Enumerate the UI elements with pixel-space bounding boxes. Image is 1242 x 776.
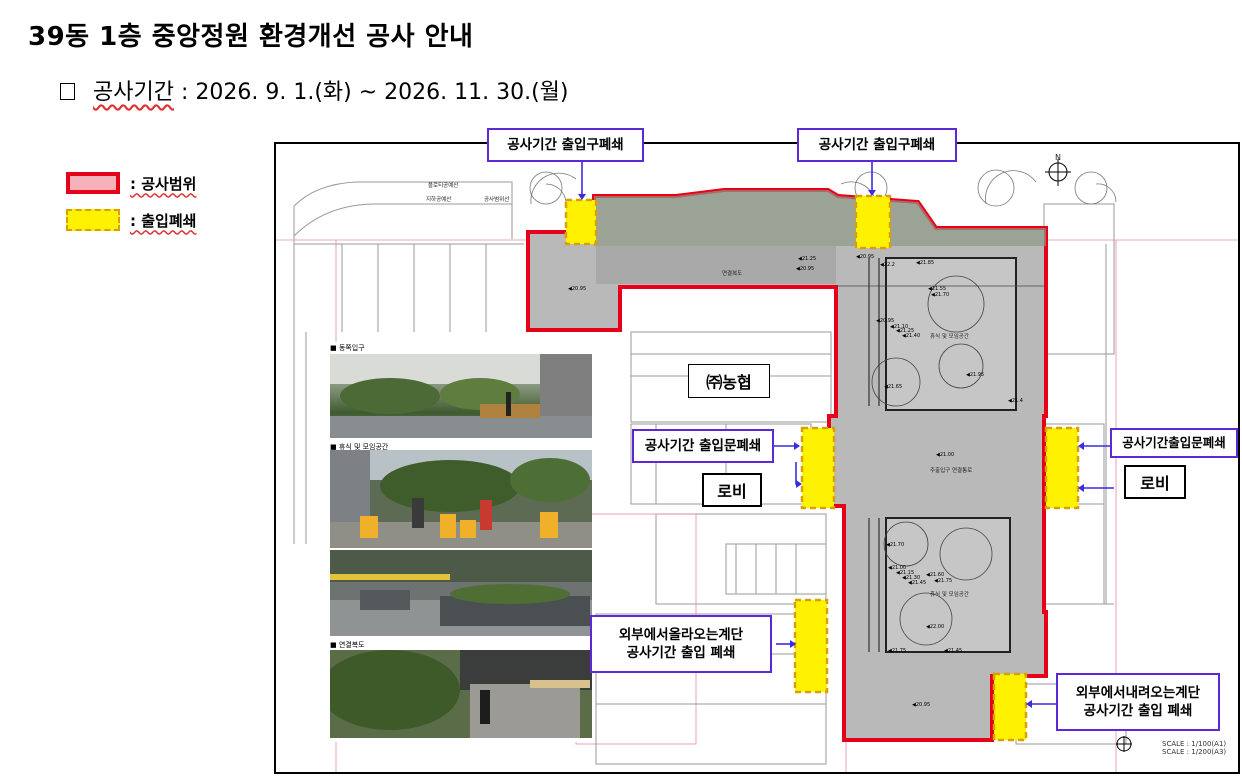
callout-bottom-left-stairs-closed: 외부에서올라오는계단 공사기간 출입 폐쇄 <box>590 615 772 673</box>
elev-mark: ◀21.95 <box>966 372 984 378</box>
elev-mark: ◀21.85 <box>916 260 934 266</box>
elev-mark: ◀22.00 <box>926 624 944 630</box>
elev-mark: ◀22.2 <box>880 262 895 268</box>
elev-mark: ◀21.75 <box>934 578 952 584</box>
main-path-label: 주출입구 연결통로 <box>930 468 973 474</box>
elev-mark: ◀21.75 <box>888 648 906 654</box>
plaza-image <box>330 550 592 636</box>
closed-entrance-top-right <box>854 194 892 250</box>
elev-mark: ◀21.25 <box>798 256 816 262</box>
elev-mark: ◀21.10 <box>890 324 908 330</box>
elev-mark: ◀21.55 <box>928 286 946 292</box>
top-sign-label: 플로티공예산 <box>428 183 459 189</box>
rest-area-photo <box>330 450 592 548</box>
elev-mark: ◀21.25 <box>896 328 914 334</box>
elev-mark: ◀21.60 <box>926 572 944 578</box>
legend-label: : 출입폐쇄 <box>130 211 197 230</box>
east-entrance-image <box>330 354 592 438</box>
elev-mark: ◀21.70 <box>931 292 949 298</box>
top-sign-label: 공사범위선 <box>484 197 510 203</box>
callout-line: 공사기간 출입 폐쇄 <box>1083 703 1193 719</box>
rest-area-image <box>330 450 592 548</box>
period-value: : 2026. 9. 1.(화) ~ 2026. 11. 30.(월) <box>173 80 569 105</box>
scale-label: SCALE : 1/200(A3) <box>1162 748 1227 756</box>
callout-line: 외부에서올라오는계단 <box>618 626 744 643</box>
elev-mark: ◀21.70 <box>886 542 904 548</box>
elev-mark: ◀21.45 <box>944 648 962 654</box>
corridor-label: 연결복도 <box>722 271 743 277</box>
photo-caption: ■ 동쪽입구 <box>330 344 365 352</box>
elev-mark: ◀21.00 <box>888 565 906 571</box>
north-arrow-icon <box>1045 159 1071 186</box>
elev-mark: ◀20.95 <box>912 702 930 708</box>
construction-period: 공사기간 : 2026. 9. 1.(화) ~ 2026. 11. 30.(월) <box>60 74 569 106</box>
elev-mark: ◀20.95 <box>856 254 874 260</box>
photo-caption: ■ 휴식 및 모임공간 <box>330 443 389 451</box>
elev-mark: ◀20.95 <box>876 318 894 324</box>
rest-area-label: 휴식 및 모임공간 <box>930 592 969 598</box>
closed-entrance-bottom-left <box>793 598 829 694</box>
callout-mid-left-door-closed: 공사기간 출입문폐쇄 <box>632 429 774 463</box>
closed-entrance-top-left <box>564 198 598 246</box>
elev-mark: ◀21.40 <box>902 333 920 339</box>
floor-plan: ◀21.25 ◀20.95 ◀20.95 ◀22.2 ◀21.85 ◀21.55… <box>274 142 1240 774</box>
elev-mark: ◀21.15 <box>896 570 914 576</box>
lobby-right-label: 로비 <box>1124 465 1186 499</box>
scale-label: SCALE : 1/100(A1) <box>1162 740 1227 748</box>
elev-mark: ◀21.00 <box>936 452 954 458</box>
elev-mark: ◀21.45 <box>908 580 926 586</box>
photo-panel: ■ 동쪽입구 ■ 휴식 및 모임공간 <box>330 342 592 742</box>
east-entrance-photo <box>330 354 592 438</box>
legend-construction-area: : 공사범위 <box>66 172 196 194</box>
callout-top-left-entrance-closed: 공사기간 출입구폐쇄 <box>487 128 644 162</box>
lobby-left-label: 로비 <box>702 473 762 507</box>
callout-line: 공사기간 출입 폐쇄 <box>626 645 736 661</box>
elev-mark: ◀21.30 <box>902 575 920 581</box>
floor-plan-drawing: ◀21.25 ◀20.95 ◀20.95 ◀22.2 ◀21.85 ◀21.55… <box>276 158 1238 772</box>
elev-mark: ◀21.4 <box>1008 398 1023 404</box>
closed-entrance-mid-left <box>800 426 836 510</box>
legend-yellow-swatch <box>66 209 120 231</box>
corridor-photo <box>330 650 592 738</box>
callout-mid-right-door-closed: 공사기간출입문폐쇄 <box>1110 428 1238 458</box>
top-sign-label: 지하공예산 <box>426 197 452 203</box>
north-label: N <box>1055 153 1061 162</box>
page-title: 39동 1층 중앙정원 환경개선 공사 안내 <box>28 22 474 52</box>
elev-mark: ◀20.95 <box>568 286 586 292</box>
elev-mark: ◀21.65 <box>884 384 902 390</box>
closed-entrance-mid-right <box>1044 426 1080 510</box>
legend-label: : 공사범위 <box>130 174 197 193</box>
corridor-image <box>330 650 592 738</box>
callout-line: 외부에서내려오는계단 <box>1075 684 1201 701</box>
rest-area-label: 휴식 및 모임공간 <box>930 334 969 340</box>
elev-mark: ◀20.95 <box>796 266 814 272</box>
photo-caption: ■ 연결복도 <box>330 641 365 649</box>
legend-red-swatch <box>66 172 120 194</box>
callout-bottom-right-stairs-closed: 외부에서내려오는계단 공사기간 출입 폐쇄 <box>1056 673 1220 731</box>
checkbox-bullet-icon <box>60 83 75 100</box>
closed-entrance-bottom-right <box>992 672 1028 742</box>
legend-closed-entrance: : 출입폐쇄 <box>66 209 196 231</box>
nonghyup-label: ㈜농협 <box>688 364 770 398</box>
plaza-photo <box>330 550 592 636</box>
callout-top-right-entrance-closed: 공사기간 출입구폐쇄 <box>797 128 957 162</box>
period-label: 공사기간 <box>93 80 174 105</box>
